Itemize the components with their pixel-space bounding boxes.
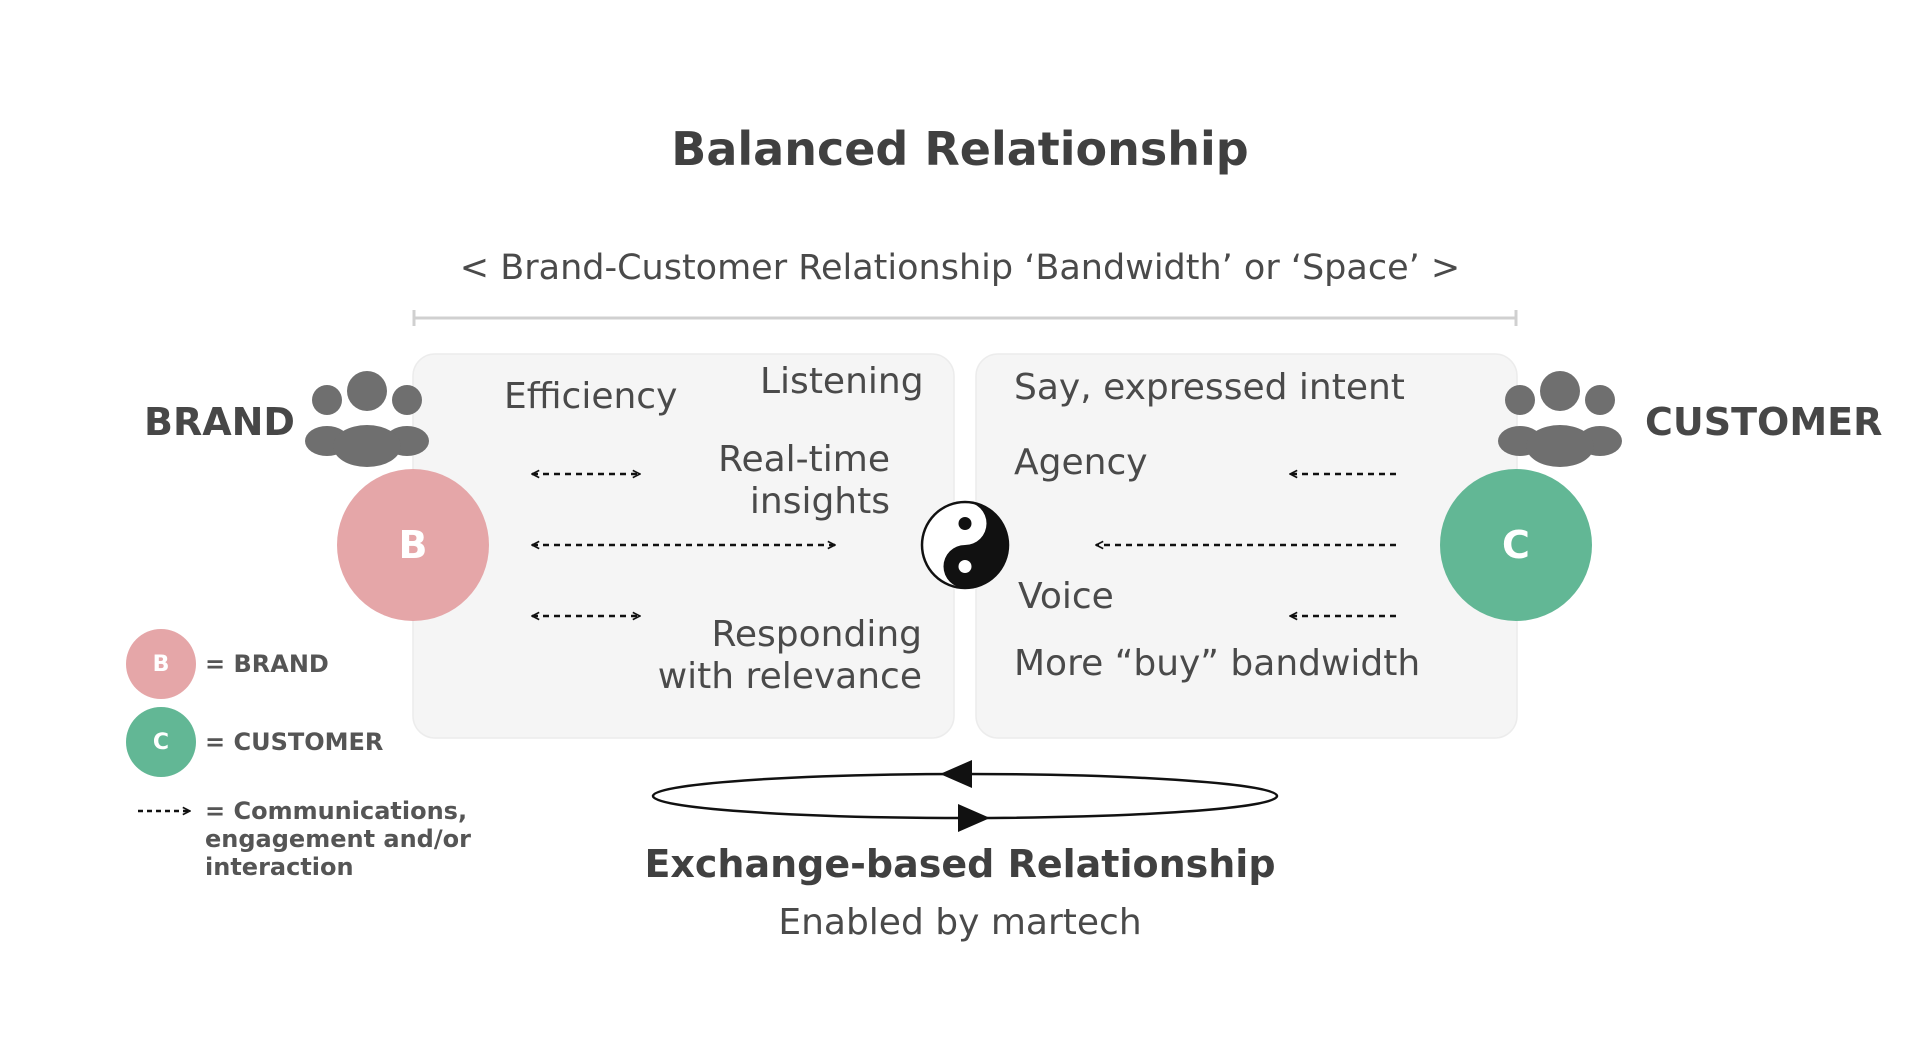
bandwidth-bracket xyxy=(412,310,1518,326)
legend-customer-text: = CUSTOMER xyxy=(205,728,384,756)
brand-letter: B xyxy=(398,523,428,567)
realtime-line2: insights xyxy=(749,481,890,522)
legend-brand-letter: B xyxy=(152,651,170,677)
responding-line2: with relevance xyxy=(657,656,922,697)
exchange-loop-icon xyxy=(651,760,1279,832)
customer-letter: C xyxy=(1502,523,1530,567)
buy-bandwidth-label: More “buy” bandwidth xyxy=(1014,643,1421,684)
exchange-title: Exchange-based Relationship xyxy=(644,842,1276,886)
responding-line1: Responding xyxy=(711,614,922,655)
legend-brand-circle xyxy=(126,629,196,699)
legend-comms-line1: = Communications, xyxy=(205,797,468,825)
voice-label: Voice xyxy=(1018,576,1114,617)
customer-circle xyxy=(1440,469,1592,621)
agency-label: Agency xyxy=(1014,442,1148,483)
legend-comms-line2: engagement and/or xyxy=(205,825,471,853)
realtime-line1: Real-time xyxy=(718,439,890,480)
yin-yang-icon xyxy=(920,500,1010,590)
intent-label: Say, expressed intent xyxy=(1014,367,1405,408)
brand-circle xyxy=(337,469,489,621)
listening-label: Listening xyxy=(760,361,924,402)
diagram-title: Balanced Relationship xyxy=(671,122,1249,176)
brand-people-icon xyxy=(305,371,429,467)
customer-label: CUSTOMER xyxy=(1645,400,1883,444)
legend-customer-letter: C xyxy=(152,729,170,755)
customer-people-icon xyxy=(1498,371,1622,467)
legend-comms-line3: interaction xyxy=(205,853,354,881)
legend-customer-circle xyxy=(126,707,196,777)
efficiency-label: Efficiency xyxy=(504,376,678,417)
bandwidth-label: < Brand-Customer Relationship ‘Bandwidth… xyxy=(459,248,1461,288)
legend-brand-text: = BRAND xyxy=(205,650,329,678)
brand-label: BRAND xyxy=(144,400,295,444)
exchange-subtitle: Enabled by martech xyxy=(778,902,1142,943)
